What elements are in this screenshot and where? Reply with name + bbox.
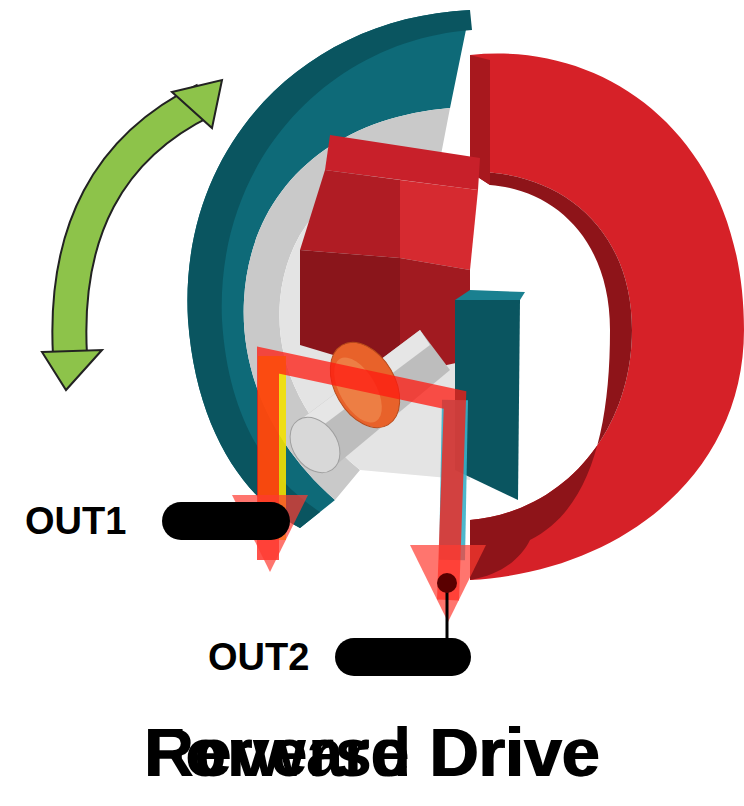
rotation-arrowhead bbox=[42, 350, 102, 390]
rotation-arrow bbox=[69, 100, 205, 355]
signal-name: OUT1 bbox=[25, 498, 126, 544]
rotation-arrowhead bbox=[172, 80, 222, 128]
terminal-dot bbox=[437, 573, 457, 593]
terminal bbox=[335, 638, 471, 676]
terminal bbox=[162, 502, 290, 540]
signal-name: OUT2 bbox=[208, 634, 309, 680]
armature-pole bbox=[455, 290, 525, 300]
stator-magnet-face bbox=[187, 10, 472, 528]
shaft-end bbox=[280, 408, 350, 482]
title-overlay: Forward Drive bbox=[0, 712, 744, 792]
armature-pole bbox=[300, 170, 400, 258]
rotation-arrow bbox=[69, 100, 205, 355]
armature-pole bbox=[400, 180, 478, 270]
